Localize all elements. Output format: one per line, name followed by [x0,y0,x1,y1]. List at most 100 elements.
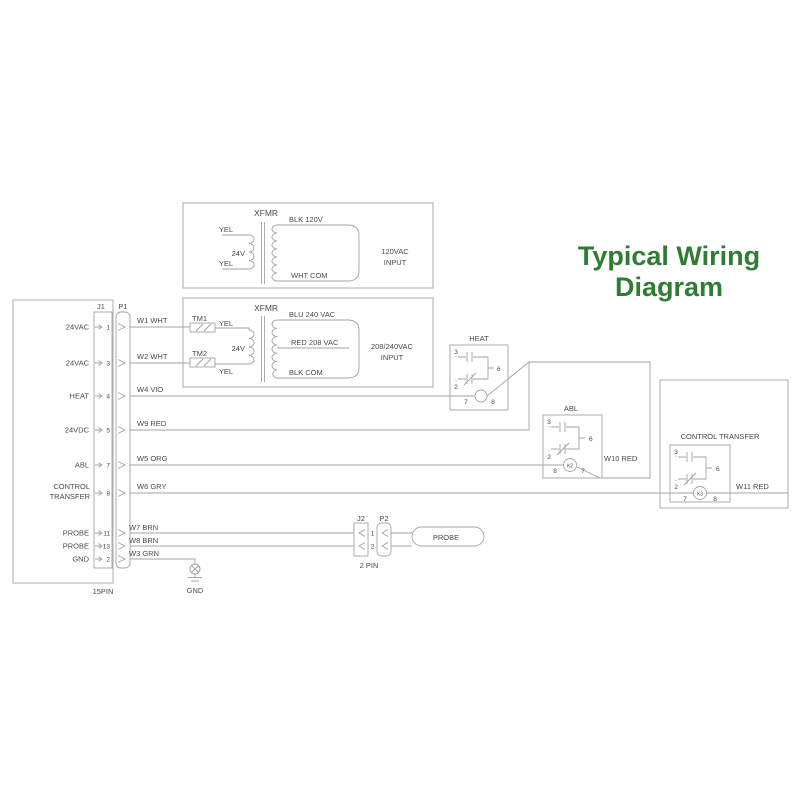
j1-row-label: ABL [75,461,89,470]
xfmr-120-sec-bot-label: WHT COM [291,271,328,280]
xfmr-208-input-line2: INPUT [381,353,404,362]
j2-label: J2 [357,514,365,523]
j2-pin-count: 2 PIN [360,561,379,570]
xfmr-120-bracket [348,224,360,282]
j1-pin-number: 1 [106,325,110,332]
j1-row-label-line1: CONTROL [53,482,90,491]
xfmr-120-outline [182,202,434,289]
xfmr-208-sec-top-label: BLU 240 VAC [289,310,336,319]
ct-pin6: 6 [716,466,720,473]
pin-arrow-icon [95,556,103,562]
title-line2: Diagram [615,272,723,302]
wire-label: W4 VIO [137,385,163,394]
heat-pin2: 2 [454,384,458,391]
wire-w4-vio: W4 VIO [130,385,475,397]
xfmr-208-sec-bot-label: BLK COM [289,368,323,377]
xfmr-120-volt-label: 24V [232,249,245,258]
heat-nc-contact [455,368,489,386]
heat-relay-label: HEAT [469,334,489,343]
xfmr-208-primary-coil [248,329,255,365]
pin-arrow-icon [95,427,103,433]
xfmr-208-bracket [348,319,360,379]
j1-pin-strip [93,311,113,569]
tm2-label: TM2 [192,349,207,358]
xfmr-120-secondary-coil [271,224,278,282]
j1-row-label: 24VDC [65,426,90,435]
xfmr-120-input-line1: 120VAC [381,247,409,256]
pin-arrow-icon [95,490,103,496]
j1-pin-number: 13 [103,544,111,551]
j1-row-label: 24VAC [66,323,90,332]
j2-pin1-number: 1 [371,531,375,538]
xfmr-120-label: XFMR [254,208,278,218]
control-transfer-label: CONTROL TRANSFER [681,432,760,441]
j1-row-label: HEAT [70,392,90,401]
pin-chevron-icon [381,529,389,537]
wire-label: W6 GRY [137,482,166,491]
heat-pin7: 7 [464,399,468,406]
j1-pin-number: 8 [106,491,110,498]
wire-w2-wht: W2 WHT [130,352,190,364]
heat-relay-outline [449,344,509,411]
pin-chevron-icon [117,461,127,469]
heat-relay: HEAT 3 6 2 7 8 [449,334,509,411]
pin-arrow-icon [95,530,103,536]
wire-w8-brn: W8 BRN [129,536,354,547]
xfmr-208-outline [182,297,434,388]
heat-coil [474,389,488,403]
ct-coil [693,486,707,500]
pin-chevron-icon [117,426,127,434]
xfmr-208-volt-label: 24V [232,344,245,353]
wire-w7-brn: W7 BRN [129,523,354,534]
ct-pin2: 2 [674,484,678,491]
wire-w5-org: W5 ORG [130,454,563,466]
pin-chevron-icon [358,529,366,537]
j1-pin-number: 3 [106,361,110,368]
abl-coil [563,458,577,472]
ct-pin8: 8 [713,496,717,503]
wire-label: W2 WHT [137,352,168,361]
xfmr-208-secondary-coil [271,319,278,379]
j2-connector: J2 P2 1 2 2 PIN PROBE [353,514,485,570]
pin-chevron-icon [117,392,127,400]
xfmr-208-yel2-label: YEL [219,367,233,376]
xfmr-120-pri-bot-label: YEL [219,259,233,268]
abl-pin7: 7 [581,468,585,475]
xfmr-120-pri-top-label: YEL [219,225,233,234]
pin-arrow-icon [95,462,103,468]
wire-label: W1 WHT [137,316,168,325]
heat-no-contact [455,352,494,369]
pin-chevron-icon [117,359,127,367]
tm2-terminal [189,357,216,368]
p2-label: P2 [379,514,388,523]
abl-coil-label: K2 [567,464,573,470]
j1-row-label-line2: TRANSFER [50,492,91,501]
xfmr-208-input-line1: 208/240VAC [371,342,414,351]
wire-w1-wht: W1 WHT [130,316,190,328]
control-transfer-outer-box [659,379,789,509]
pin-arrow-icon [95,543,103,549]
abl-no-contact [548,422,585,439]
abl-relay: ABL 3 6 2 K2 8 7 W10 RED [542,404,638,479]
xfmr-208-sec-mid-label: RED 208 VAC [291,338,339,347]
wire-label: W7 BRN [129,523,158,532]
p2-pin-strip [376,522,392,557]
ground-symbol: GND [187,563,204,595]
pin-chevron-icon [117,542,127,550]
probe-body [411,526,485,547]
wire-w11-red: W11 RED [707,482,788,494]
j1-pin-count: 15PIN [93,587,114,596]
wire-w6-gry: W6 GRY [130,482,693,494]
probe-label: PROBE [433,533,459,542]
heat-pin6: 6 [497,366,501,373]
pin-chevron-icon [117,489,127,497]
ct-coil-label: K3 [697,492,703,498]
diagram-title: Typical Wiring Diagram [578,241,760,302]
abl-pin3: 3 [547,419,551,426]
wire-w10-red-label: W10 RED [604,454,638,463]
wire-label: W8 BRN [129,536,158,545]
ground-bars-icon [188,574,202,582]
wire-w11-red-label: W11 RED [736,482,769,491]
xfmr-120-core [261,222,265,284]
